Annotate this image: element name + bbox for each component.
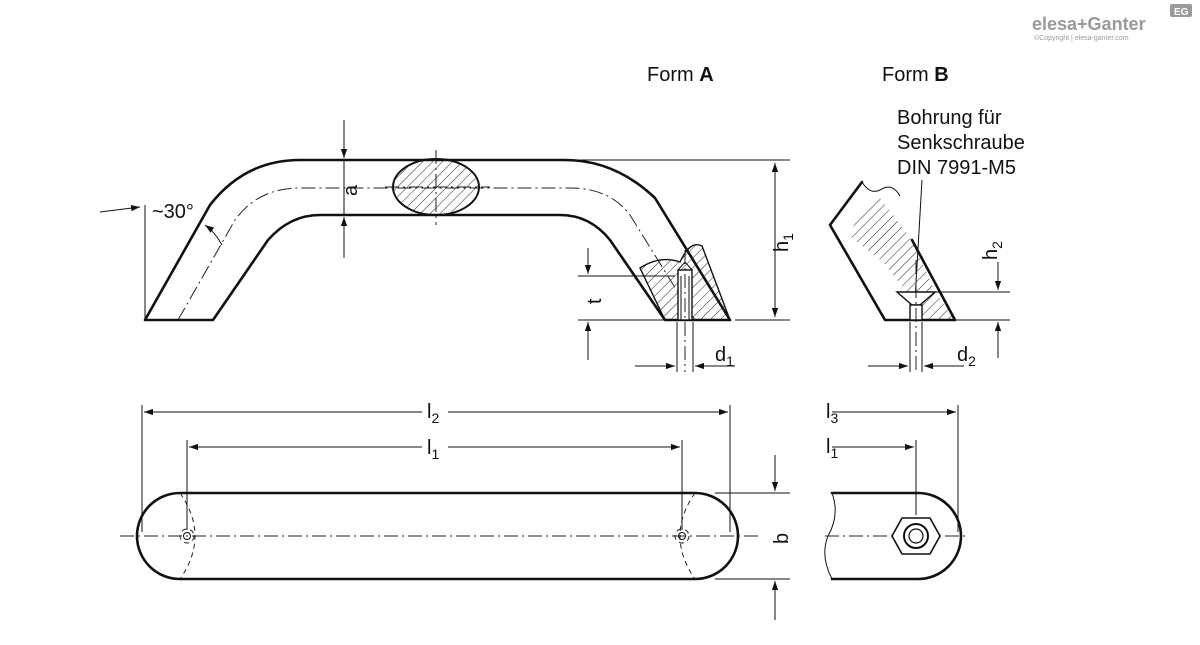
- hole-right: [674, 528, 690, 544]
- front-view-handle: [143, 150, 732, 372]
- dimension-l1: l1: [186, 434, 683, 530]
- l2-label-bg: [422, 398, 448, 426]
- h1-label: h1: [771, 233, 796, 252]
- dimension-d1: d1: [635, 322, 735, 372]
- dimension-l2: l2: [141, 398, 731, 532]
- form-b-break-line: [861, 181, 901, 197]
- brand-logo: elesa+Ganter EG ©Copyright | elesa-gante…: [1032, 4, 1192, 42]
- brand-badge: [1170, 4, 1192, 17]
- form-a-label: Form A: [647, 64, 714, 86]
- d2-label: d2: [957, 344, 976, 369]
- handle-outline: [143, 158, 732, 322]
- dimension-h2: h2: [935, 241, 1010, 358]
- l1-label: l1: [427, 437, 439, 462]
- form-b-top-hole-inner: [908, 528, 924, 544]
- l1b-label: l1: [826, 436, 838, 461]
- dimension-t: t: [578, 248, 675, 360]
- t-label: t: [584, 298, 606, 304]
- dimension-h1: h1: [565, 159, 796, 321]
- angle-dimension: ~30°: [99, 201, 223, 320]
- angle-label: ~30°: [152, 201, 194, 223]
- bore-note-line-1: Bohrung für: [897, 107, 1002, 129]
- form-b-hatch: [848, 198, 955, 320]
- form-b-outline: [828, 180, 957, 322]
- dimension-a: a: [340, 120, 362, 258]
- bore-note-line-2: Senkschraube: [897, 132, 1025, 154]
- b-label: b: [771, 533, 793, 544]
- bore-note: Bohrung für Senkschraube DIN 7991-M5: [897, 107, 1025, 301]
- d1-label: d1: [715, 344, 734, 369]
- dimension-b: b: [715, 455, 793, 620]
- brand-badge-text: EG: [1174, 7, 1189, 18]
- dimension-d2: d2: [868, 322, 976, 372]
- brand-logo-text: elesa+Ganter: [1032, 14, 1146, 34]
- dimension-a-label: a: [340, 184, 362, 196]
- form-b-section: [828, 180, 957, 372]
- hole-left-inner: [183, 532, 191, 540]
- bore-note-line-3: DIN 7991-M5: [897, 157, 1016, 179]
- hole-right-inner: [678, 532, 686, 540]
- angle-arc: [204, 224, 223, 246]
- l2-label: l2: [427, 401, 439, 426]
- h2-label: h2: [980, 241, 1005, 260]
- dimension-l3: l3: [826, 401, 959, 532]
- dimension-l1-form-b: l1: [826, 436, 917, 515]
- copyright-text: ©Copyright | elesa-ganter.com: [1034, 34, 1129, 42]
- form-b-top-outline: [830, 491, 963, 581]
- form-b-label: Form B: [882, 64, 949, 86]
- l3-label: l3: [826, 401, 838, 426]
- angle-arrow-left: [99, 204, 141, 213]
- hole-left: [179, 528, 195, 544]
- form-b-top-view: [824, 491, 965, 581]
- top-view-handle: [120, 491, 760, 581]
- l1-label-bg: [422, 434, 448, 462]
